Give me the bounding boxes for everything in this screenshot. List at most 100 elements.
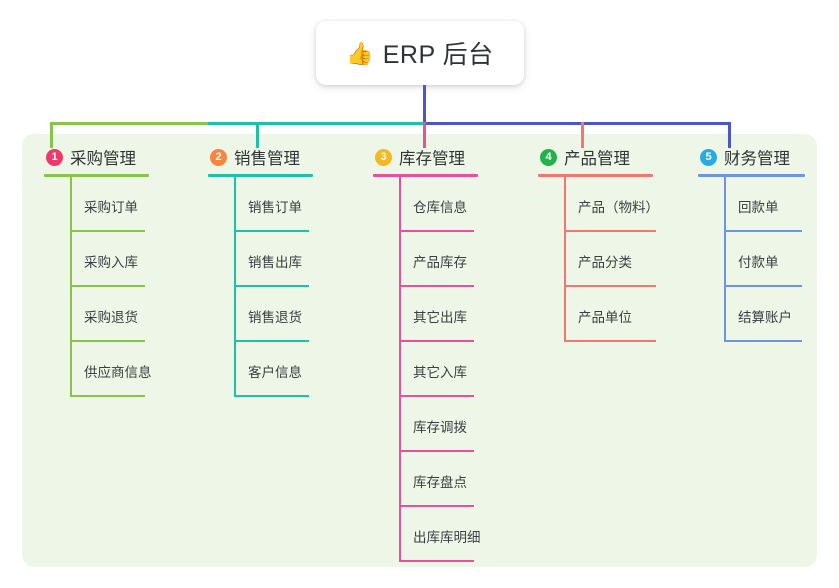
column-header-rule <box>373 174 478 177</box>
list-item[interactable]: 产品（物料） <box>538 177 698 232</box>
list-item-rule <box>564 230 656 232</box>
list-item[interactable]: 销售退货 <box>208 287 368 342</box>
list-item[interactable]: 付款单 <box>698 232 818 287</box>
column-财务管理: 5 财务管理回款单付款单结算账户 <box>698 146 818 342</box>
column-title: 采购管理 <box>70 150 136 168</box>
column-title: 财务管理 <box>724 150 790 168</box>
column-header-rule <box>698 174 805 177</box>
list-item[interactable]: 客户信息 <box>208 342 368 397</box>
list-item-label: 出库库明细 <box>413 530 481 545</box>
list-item[interactable]: 结算账户 <box>698 287 818 342</box>
list-item-label: 采购订单 <box>84 200 138 215</box>
list-item-rule <box>399 505 474 507</box>
column-header-rule <box>44 174 149 177</box>
column-title: 产品管理 <box>564 150 630 168</box>
column-header-rule <box>538 174 653 177</box>
list-item[interactable]: 仓库信息 <box>373 177 533 232</box>
connector-drop-column-3 <box>423 122 426 148</box>
list-item[interactable]: 库存盘点 <box>373 452 533 507</box>
list-item-rule <box>70 395 145 397</box>
list-item-label: 采购入库 <box>84 255 138 270</box>
connector-drop-column-4 <box>581 122 584 148</box>
list-item-label: 产品单位 <box>578 310 632 325</box>
list-item-rule <box>234 395 309 397</box>
list-item-label: 产品（物料） <box>578 200 659 215</box>
list-item[interactable]: 采购订单 <box>44 177 204 232</box>
connector-bus-segment-1 <box>50 122 208 125</box>
list-item-rule <box>234 340 309 342</box>
list-item[interactable]: 回款单 <box>698 177 818 232</box>
list-item-label: 仓库信息 <box>413 200 467 215</box>
column-items: 产品（物料） 产品分类产品单位 <box>538 177 698 342</box>
column-header[interactable]: 4 产品管理 <box>538 146 698 168</box>
column-items: 采购订单采购入库采购退货供应商信息 <box>44 177 204 397</box>
column-spine <box>564 177 566 342</box>
list-item-rule <box>399 450 474 452</box>
column-header[interactable]: 1 采购管理 <box>44 146 204 168</box>
list-item-rule <box>724 340 802 342</box>
list-item-rule <box>234 285 309 287</box>
thumbs-up-icon: 👍 <box>346 41 374 66</box>
column-items: 回款单付款单结算账户 <box>698 177 818 342</box>
list-item[interactable]: 供应商信息 <box>44 342 204 397</box>
list-item-label: 采购退货 <box>84 310 138 325</box>
list-item-rule <box>564 340 656 342</box>
list-item-rule <box>399 395 474 397</box>
connector-bus-segment-2 <box>208 122 423 125</box>
list-item-label: 销售订单 <box>248 200 302 215</box>
column-items: 仓库信息产品库存其它出库其它入库库存调拨库存盘点出库库明细 <box>373 177 533 562</box>
list-item-rule <box>724 230 802 232</box>
column-number-badge: 3 <box>375 148 392 166</box>
column-spine <box>234 177 236 397</box>
connector-drop-column-1 <box>50 122 53 148</box>
list-item-rule <box>399 340 474 342</box>
connector-drop-column-2 <box>256 122 259 148</box>
column-header[interactable]: 3 库存管理 <box>373 146 533 168</box>
list-item-rule <box>70 285 145 287</box>
list-item-label: 销售出库 <box>248 255 302 270</box>
connector-drop-column-5 <box>728 122 731 148</box>
connector-root-drop <box>423 85 426 125</box>
list-item[interactable]: 库存调拨 <box>373 397 533 452</box>
list-item[interactable]: 采购入库 <box>44 232 204 287</box>
column-title: 销售管理 <box>234 150 300 168</box>
column-header[interactable]: 5 财务管理 <box>698 146 818 168</box>
connector-bus-segment-3 <box>423 122 728 125</box>
root-node-content: 👍 ERP 后台 <box>346 35 493 71</box>
column-title: 库存管理 <box>399 150 465 168</box>
list-item-label: 结算账户 <box>738 310 792 325</box>
column-产品管理: 4 产品管理产品（物料） 产品分类产品单位 <box>538 146 698 342</box>
list-item-rule <box>234 230 309 232</box>
column-number-badge: 1 <box>46 148 63 166</box>
list-item[interactable]: 销售出库 <box>208 232 368 287</box>
list-item-rule <box>724 285 802 287</box>
list-item[interactable]: 其它出库 <box>373 287 533 342</box>
list-item[interactable]: 产品库存 <box>373 232 533 287</box>
column-采购管理: 1 采购管理采购订单采购入库采购退货供应商信息 <box>44 146 204 397</box>
column-items: 销售订单销售出库销售退货客户信息 <box>208 177 368 397</box>
list-item[interactable]: 产品单位 <box>538 287 698 342</box>
list-item[interactable]: 其它入库 <box>373 342 533 397</box>
column-number-badge: 4 <box>540 148 557 166</box>
list-item-rule <box>70 230 145 232</box>
list-item[interactable]: 采购退货 <box>44 287 204 342</box>
root-node-title: ERP 后台 <box>382 41 494 69</box>
column-spine <box>70 177 72 397</box>
list-item-label: 产品分类 <box>578 255 632 270</box>
column-spine <box>724 177 726 342</box>
list-item-rule <box>399 230 474 232</box>
list-item[interactable]: 出库库明细 <box>373 507 533 562</box>
list-item-label: 销售退货 <box>248 310 302 325</box>
list-item-rule <box>399 285 474 287</box>
root-node-card[interactable]: 👍 ERP 后台 <box>316 21 524 85</box>
list-item-label: 产品库存 <box>413 255 467 270</box>
list-item[interactable]: 销售订单 <box>208 177 368 232</box>
list-item[interactable]: 产品分类 <box>538 232 698 287</box>
list-item-rule <box>70 340 145 342</box>
column-number-badge: 5 <box>700 148 717 166</box>
list-item-label: 库存盘点 <box>413 475 467 490</box>
list-item-rule <box>399 560 474 562</box>
